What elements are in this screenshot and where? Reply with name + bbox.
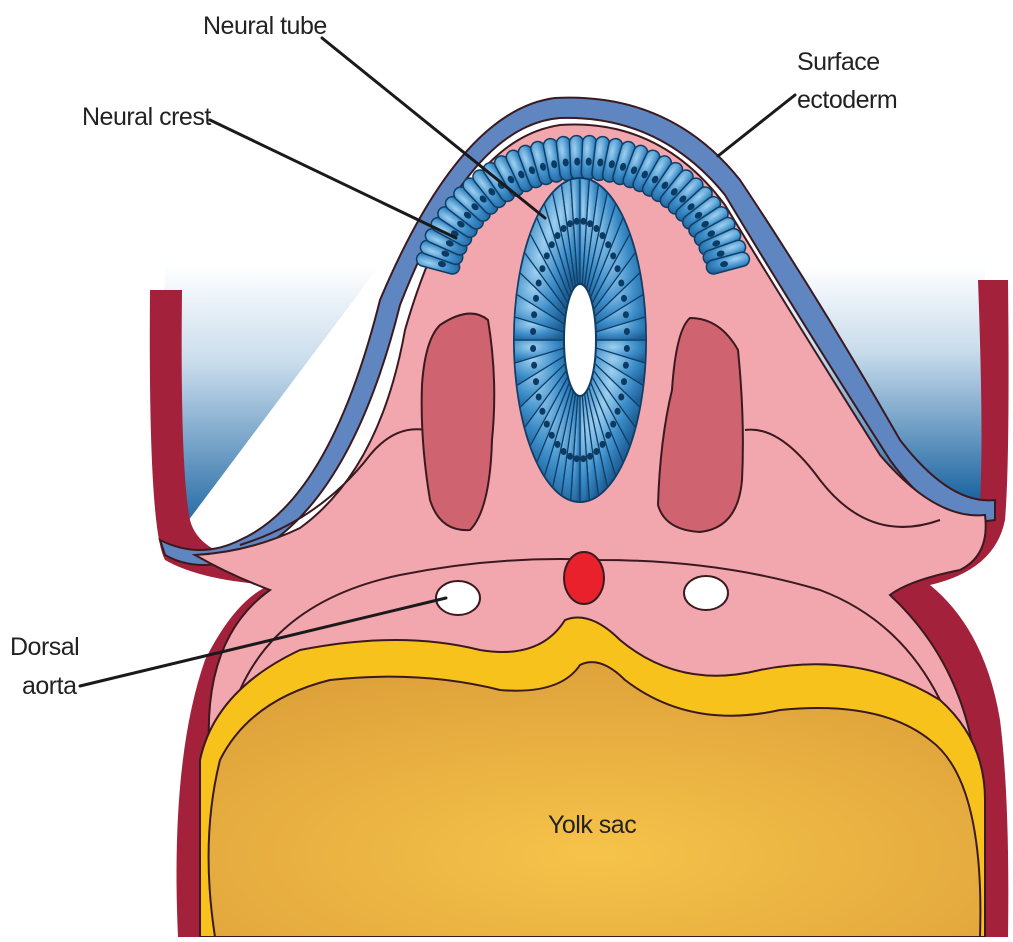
label-dorsal-aorta-1: Dorsal <box>10 633 79 661</box>
somite-left <box>422 314 495 531</box>
neural-tube-nucleus <box>544 421 550 428</box>
neural-tube-nucleus <box>555 232 561 239</box>
neural-tube-nucleus <box>618 394 624 401</box>
neural-tube-nucleus <box>574 218 580 225</box>
neural-tube-nucleus <box>533 378 539 385</box>
neural-tube-nucleus <box>610 421 616 428</box>
neural-tube-nucleus <box>567 453 573 460</box>
neural-tube-nucleus <box>623 311 629 318</box>
label-neural-crest: Neural crest <box>82 103 211 131</box>
neural-tube-nucleus <box>623 362 629 369</box>
neural-tube-nucleus <box>574 455 580 462</box>
neural-tube-nucleus <box>624 328 630 335</box>
neural-tube-nucleus <box>530 345 536 352</box>
neural-tube-nucleus <box>539 265 545 272</box>
neural-tube-nucleus <box>536 280 542 287</box>
neural-tube-nucleus <box>615 265 621 272</box>
neural-tube-lumen <box>564 284 596 396</box>
neural-tube-nucleus <box>587 453 593 460</box>
neural-tube <box>514 178 646 502</box>
neural-tube-nucleus <box>600 232 606 239</box>
dorsal-aorta-right <box>684 576 728 610</box>
label-surface-ectoderm-2: ectoderm <box>797 86 897 114</box>
neural-tube-nucleus <box>567 220 573 227</box>
neural-tube-nucleus <box>593 448 599 455</box>
neural-tube-nucleus <box>549 432 555 439</box>
label-surface-ectoderm-1: Surface <box>797 48 880 76</box>
leader-surface-ectoderm <box>718 95 795 156</box>
neural-tube-nucleus <box>555 441 561 448</box>
neural-tube-nucleus <box>580 218 586 225</box>
leader-neural-crest <box>210 120 456 238</box>
notochord <box>564 552 604 604</box>
neural-tube-nucleus <box>561 448 567 455</box>
neural-tube-nucleus <box>621 295 627 302</box>
neural-tube-nucleus <box>533 295 539 302</box>
neural-tube-nucleus <box>615 408 621 415</box>
label-dorsal-aorta-2: aorta <box>22 672 77 700</box>
neural-tube-nucleus <box>536 394 542 401</box>
neural-tube-nucleus <box>624 345 630 352</box>
neural-tube-nucleus <box>605 241 611 248</box>
neural-tube-nucleus <box>544 252 550 259</box>
neural-tube-nucleus <box>610 252 616 259</box>
neural-tube-nucleus <box>618 280 624 287</box>
neural-tube-nucleus <box>561 225 567 232</box>
neural-tube-nucleus <box>600 441 606 448</box>
label-neural-tube: Neural tube <box>203 12 327 40</box>
neural-tube-nucleus <box>531 311 537 318</box>
neural-tube-nucleus <box>593 225 599 232</box>
neural-tube-nucleus <box>621 378 627 385</box>
neural-tube-nucleus <box>587 220 593 227</box>
neural-tube-nucleus <box>549 241 555 248</box>
neural-tube-nucleus <box>580 455 586 462</box>
neural-tube-nucleus <box>539 408 545 415</box>
neural-tube-nucleus <box>530 328 536 335</box>
neural-tube-nucleus <box>605 432 611 439</box>
neural-tube-nucleus <box>531 362 537 369</box>
label-yolk-sac: Yolk sac <box>548 811 636 839</box>
